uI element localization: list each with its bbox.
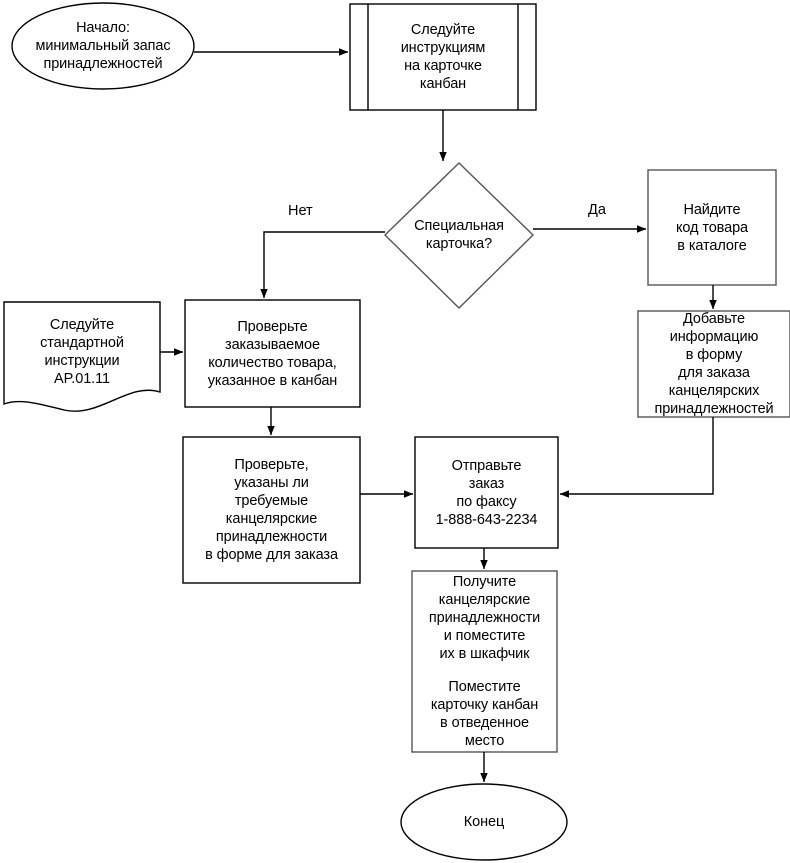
node-find-code-shape [647, 169, 777, 286]
node-check-quantity-shape [184, 299, 361, 408]
edge-decision-no-to-check-quantity [260, 231, 385, 299]
node-send-fax-shape [414, 436, 559, 549]
node-start-shape [11, 2, 195, 90]
edge-add-info-to-send-fax [559, 417, 714, 498]
edge-label-yes: Да [588, 202, 606, 218]
node-decision-shape [383, 162, 535, 309]
node-check-form-shape [182, 436, 361, 584]
node-receive-store-shape [411, 570, 558, 753]
node-standard-instruction-shape [3, 301, 161, 412]
edge-label-no: Нет [288, 203, 313, 219]
node-end-shape [400, 783, 568, 861]
node-add-info-shape [637, 310, 790, 418]
node-follow-kanban-shape [349, 3, 537, 111]
